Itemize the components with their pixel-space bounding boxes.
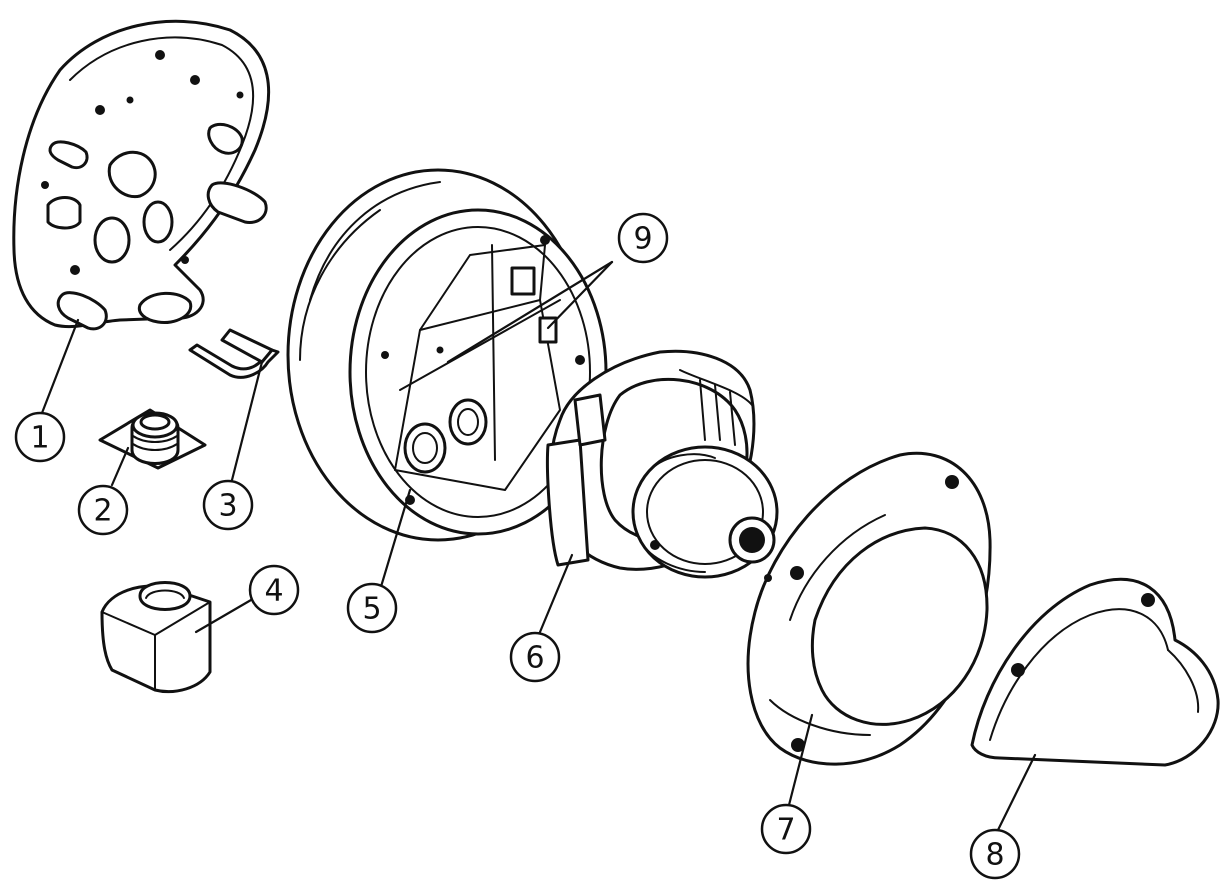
callout-4: 4: [248, 564, 300, 616]
leader-1: [40, 318, 80, 415]
camera-unit: [545, 349, 779, 579]
callout-2: 2: [77, 484, 129, 536]
callout-label-5: 5: [362, 592, 381, 627]
callout-1: 1: [14, 411, 66, 463]
weather-shield: [970, 577, 1220, 767]
callout-label-6: 6: [525, 641, 544, 676]
leader-2: [110, 446, 130, 487]
callout-label-7: 7: [776, 813, 795, 848]
callout-label-9: 9: [633, 222, 652, 257]
leader-6: [538, 553, 574, 634]
callout-8: 8: [969, 828, 1021, 880]
callout-label-1: 1: [30, 421, 49, 456]
callout-3: 3: [202, 479, 254, 531]
callout-label-2: 2: [93, 494, 112, 529]
callout-6: 6: [509, 631, 561, 683]
leader-3: [230, 360, 264, 482]
callout-7: 7: [760, 803, 812, 855]
leader-9b: [446, 260, 614, 364]
callout-9: 9: [617, 212, 669, 264]
callout-label-3: 3: [218, 489, 237, 524]
conduit-cover: [100, 581, 212, 694]
callout-5: 5: [346, 582, 398, 634]
callout-label-4: 4: [264, 574, 283, 609]
clip: [188, 328, 280, 379]
leader-8: [996, 753, 1037, 832]
conduit-adapter: [98, 408, 207, 470]
back-box: [286, 168, 608, 542]
leader-4: [194, 598, 253, 634]
leader-lines: [40, 260, 1037, 832]
leader-9a: [546, 260, 614, 330]
mounting-plate: [12, 19, 271, 331]
leader-7: [787, 713, 814, 807]
dome-cover: [746, 451, 992, 766]
callout-label-8: 8: [985, 838, 1004, 873]
leader-5: [378, 488, 412, 592]
